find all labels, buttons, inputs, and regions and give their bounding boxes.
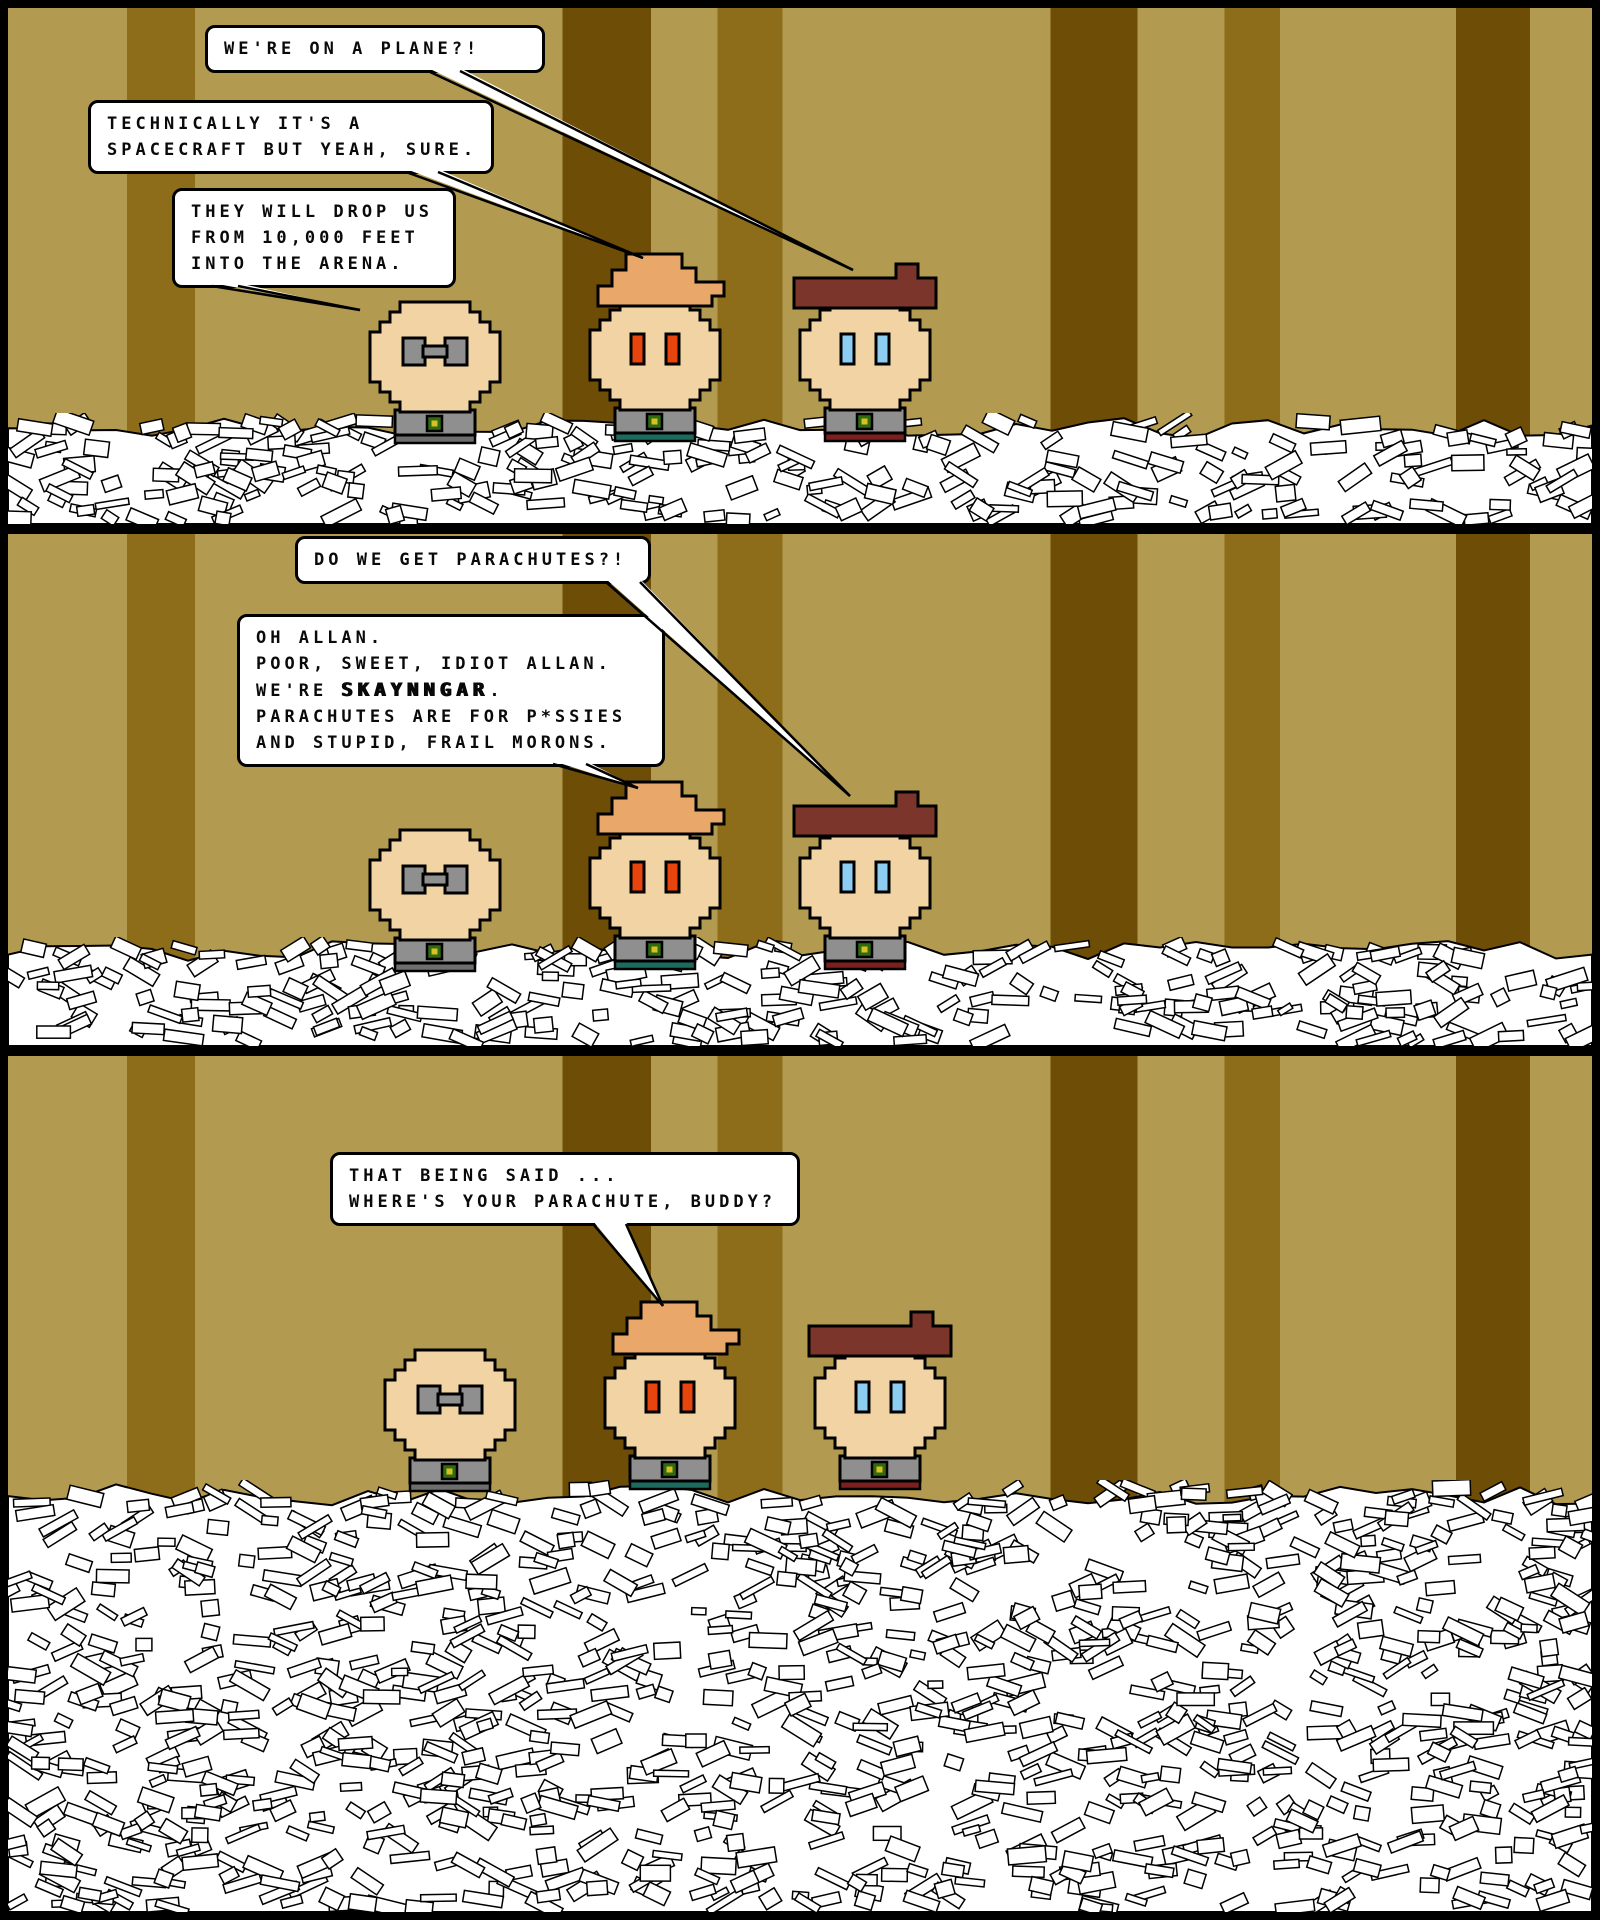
character-figure (792, 790, 938, 971)
belt-buckle-dot (651, 418, 658, 425)
character-figure (368, 828, 502, 973)
character-hair (596, 252, 726, 308)
bubble-line: FROM 10,000 FEET (191, 228, 419, 248)
bubble-line: INTO THE ARENA. (191, 254, 405, 274)
bubble-line: THAT BEING SAID ... (349, 1166, 620, 1186)
bubble-line: POOR, SWEET, IDIOT ALLAN. (256, 654, 612, 674)
character-eye-left (839, 332, 856, 366)
character-hair (611, 1300, 741, 1356)
bubble-line: THEY WILL DROP US (191, 202, 433, 222)
character-figure (588, 252, 726, 443)
speech-bubble-drop: THEY WILL DROP US FROM 10,000 FEET INTO TH… (172, 188, 456, 288)
rubble-ground (8, 1480, 1592, 1912)
character-figure (383, 1348, 517, 1493)
character-figure (588, 780, 726, 971)
character-head (603, 1346, 737, 1460)
character-pompadour (591, 1290, 753, 1494)
character-pompadour (576, 770, 738, 974)
character-head (588, 298, 722, 412)
belt-buckle-dot (446, 1468, 453, 1475)
character-eye-left (644, 1380, 661, 1414)
character-pompadour (576, 242, 738, 446)
character-eye-left (854, 1380, 871, 1414)
speech-bubble-that-being-said: THAT BEING SAID ... WHERE'S YOUR PARACHUT… (330, 1152, 800, 1226)
speech-bubble-spacecraft: TECHNICALLY IT'S A SPACECRAFT BUT YEAH, S… (88, 100, 494, 174)
character-glasses (356, 244, 518, 448)
character-head (813, 1346, 947, 1460)
speech-bubble-parachutes: DO WE GET PARACHUTES?! (295, 536, 651, 584)
glasses-bridge (436, 1392, 464, 1407)
character-hair (792, 790, 938, 838)
belt-buckle-dot (651, 946, 658, 953)
character-head (798, 826, 932, 940)
glasses-bridge (421, 344, 449, 359)
bubble-line: WE'RE ON A PLANE?! (224, 39, 481, 59)
character-eye-right (664, 332, 681, 366)
character-cap (786, 242, 948, 446)
belt-buckle-dot (431, 948, 438, 955)
belt-buckle-dot (861, 946, 868, 953)
speech-bubble-oh-allan: OH ALLAN. POOR, SWEET, IDIOT ALLAN. WE'RE … (237, 614, 665, 767)
character-head (588, 826, 722, 940)
belt-buckle-dot (666, 1466, 673, 1473)
character-figure (603, 1300, 741, 1491)
belt-buckle-dot (861, 418, 868, 425)
character-eye-right (679, 1380, 696, 1414)
bubble-line: SPACECRAFT BUT YEAH, SURE. (107, 140, 478, 160)
character-glasses (356, 772, 518, 976)
character-hair (792, 262, 938, 310)
character-eye-left (839, 860, 856, 894)
character-hair (807, 1310, 953, 1358)
character-glasses (371, 1292, 533, 1496)
character-eye-right (874, 332, 891, 366)
comic-panel-2: DO WE GET PARACHUTES?! OH ALLAN. POOR, SW… (8, 534, 1592, 1046)
character-figure (792, 262, 938, 443)
character-cap (786, 770, 948, 974)
character-eye-right (874, 860, 891, 894)
belt-buckle-dot (431, 420, 438, 427)
bubble-line: TECHNICALLY IT'S A (107, 114, 364, 134)
speech-bubble-on-a-plane: WE'RE ON A PLANE?! (205, 25, 545, 73)
bubble-line: WHERE'S YOUR PARACHUTE, BUDDY? (349, 1192, 777, 1212)
character-eye-right (664, 860, 681, 894)
glasses-bridge (421, 872, 449, 887)
character-cap (801, 1290, 963, 1494)
character-figure (807, 1310, 953, 1491)
character-head (798, 298, 932, 412)
belt-buckle-dot (876, 1466, 883, 1473)
character-hair (596, 780, 726, 836)
rubble-ground (8, 413, 1592, 524)
character-eye-left (629, 860, 646, 894)
comic-panel-3: THAT BEING SAID ... WHERE'S YOUR PARACHUT… (8, 1056, 1592, 1912)
bubble-line: WE'RE SKAYNNGAR. (256, 679, 504, 701)
character-figure (368, 300, 502, 445)
comic-panel-1: WE'RE ON A PLANE?! TECHNICALLY IT'S A SPA… (8, 8, 1592, 524)
bubble-line: AND STUPID, FRAIL MORONS. (256, 733, 612, 753)
bubble-line: OH ALLAN. (256, 628, 385, 648)
character-eye-left (629, 332, 646, 366)
character-eye-right (889, 1380, 906, 1414)
bubble-line: DO WE GET PARACHUTES?! (314, 550, 628, 570)
bubble-line: PARACHUTES ARE FOR P*SSIES (256, 707, 627, 727)
